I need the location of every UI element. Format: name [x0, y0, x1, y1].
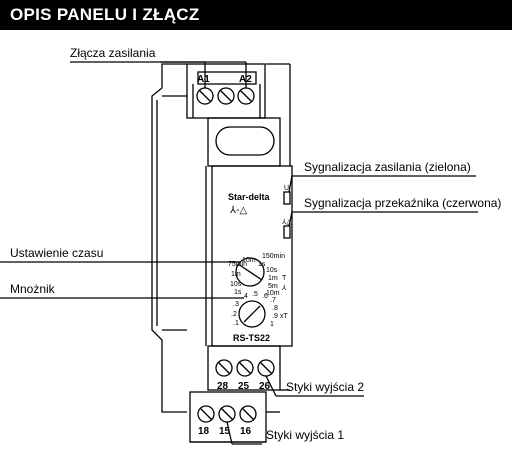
led-label-u: U: [284, 185, 289, 192]
mult-side-xt: xT: [280, 313, 289, 320]
range-label-10m-top: 10m: [242, 257, 256, 264]
led-label-stardelta: ⅄△: [281, 218, 292, 226]
header-bar: OPIS PANELU I ZŁĄCZ: [0, 0, 512, 30]
range-label-75min: 75min: [228, 261, 247, 268]
range-label-10m-bottom: 10m: [266, 290, 280, 297]
mult-label-9: .9: [272, 313, 278, 320]
terminal-a1: A1: [197, 74, 210, 85]
terminal-28: 28: [217, 381, 229, 392]
function-label: Star-delta: [228, 192, 271, 202]
terminal-a2: A2: [239, 74, 252, 85]
range-label-1s-top: 1s: [258, 261, 266, 268]
din-rail-clip: [151, 63, 187, 413]
callout-time-setting: Ustawienie czasu: [10, 246, 104, 260]
screw-18: [197, 405, 215, 423]
middle-terminal-block: [207, 345, 281, 391]
callout-multiplier: Mnożnik: [10, 282, 55, 296]
range-label-5m: 5m: [268, 283, 278, 290]
terminal-15: 15: [219, 426, 231, 437]
screw-16: [239, 405, 257, 423]
time-range-dial[interactable]: [235, 257, 265, 287]
multiplier-dial[interactable]: [238, 300, 266, 328]
range-side-t: T: [282, 275, 287, 282]
range-label-1m-right: 1m: [268, 275, 278, 282]
screw-a1: [196, 87, 214, 105]
mult-label-3: .3: [233, 301, 239, 308]
upper-recess: [207, 117, 281, 167]
callout-output-contacts-2: Styki wyjścia 2: [286, 380, 365, 394]
screw-a2: [237, 87, 255, 105]
terminal-26: 26: [259, 381, 271, 392]
screw-15: [218, 405, 236, 423]
screw-26: [257, 359, 275, 377]
mult-label-1: .1: [233, 320, 239, 327]
screw-25: [236, 359, 254, 377]
callout-relay-led: Sygnalizacja przekaźnika (czerwona): [304, 196, 502, 210]
mult-label-2: .2: [231, 311, 237, 318]
terminal-16: 16: [240, 426, 252, 437]
mult-label-4: .4: [242, 293, 248, 300]
terminal-18: 18: [198, 426, 210, 437]
range-label-10s-left: 10s: [230, 281, 242, 288]
screw-28: [215, 359, 233, 377]
mult-label-8: .8: [272, 305, 278, 312]
mult-label-5: .5: [252, 291, 258, 298]
model-label: RS-TS22: [233, 333, 270, 343]
callout-output-contacts-1: Styki wyjścia 1: [266, 428, 345, 442]
mult-label-6: .6: [262, 293, 268, 300]
callout-power-terminals: Złącza zasilania: [70, 46, 156, 60]
range-label-150min: 150min: [262, 253, 285, 260]
mult-label-7: .7: [270, 297, 276, 304]
function-symbol: ⅄-△: [229, 205, 247, 216]
range-side-star: ⅄: [281, 284, 287, 292]
relay-led-indicator: [283, 225, 291, 239]
power-led-indicator: [283, 191, 291, 205]
range-label-1s-bottom: 1s: [234, 289, 242, 296]
range-label-1m-left: 1m: [231, 271, 241, 278]
page-title: OPIS PANELU I ZŁĄCZ: [10, 5, 200, 24]
mult-label-10: 1: [270, 321, 274, 328]
callout-power-led: Sygnalizacja zasilania (zielona): [304, 160, 471, 174]
terminal-25: 25: [238, 381, 250, 392]
range-label-10s: 10s: [266, 267, 278, 274]
screw-a-middle: [217, 87, 235, 105]
